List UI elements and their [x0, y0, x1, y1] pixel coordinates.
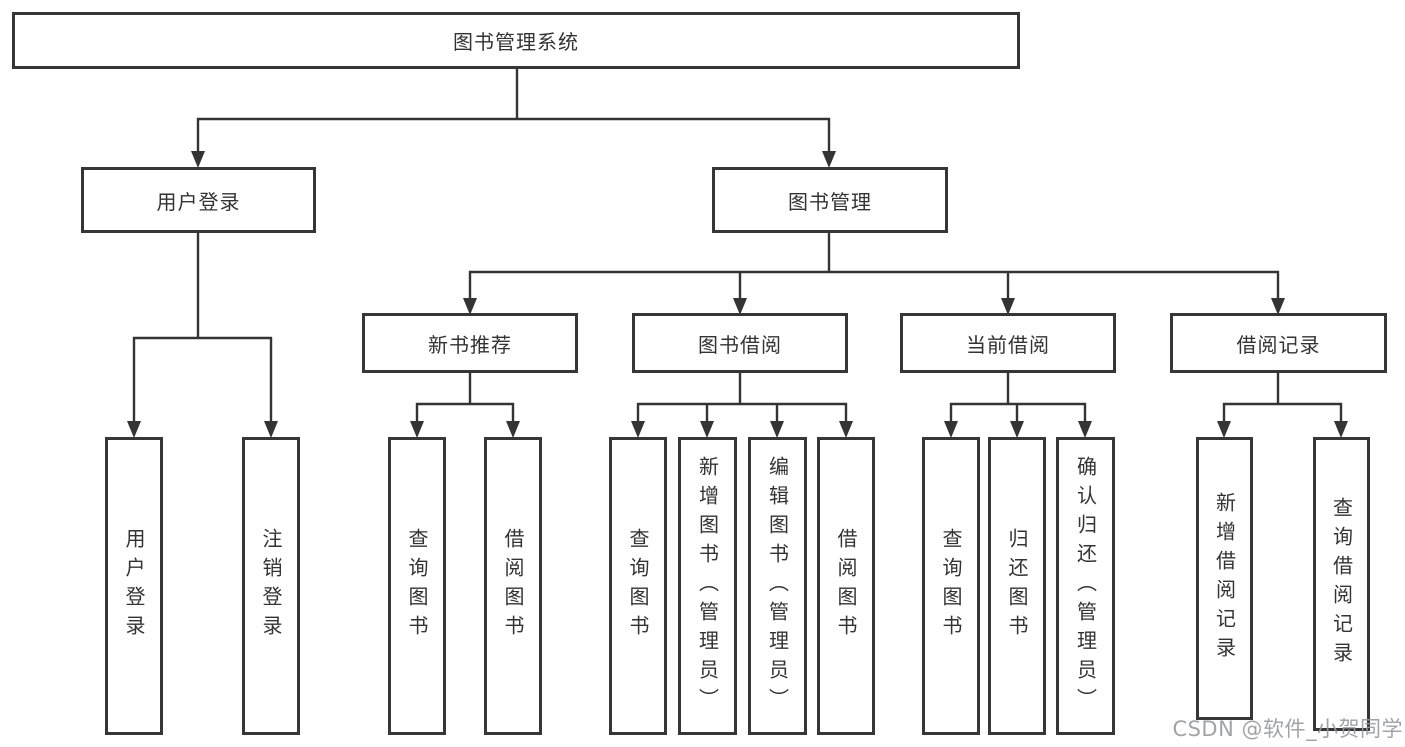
node-library-management-system: 图书管理系统 — [12, 12, 1020, 69]
arrow-down-icon — [191, 151, 205, 168]
leaf-confirm-return-admin: 确认归还（管理员） — [1056, 437, 1115, 735]
arrow-down-icon — [839, 421, 853, 438]
arrow-down-icon — [770, 421, 784, 438]
arrow-down-icon — [944, 421, 958, 438]
leaf-query-books: 查询图书 — [388, 437, 446, 735]
arrow-down-icon — [1078, 421, 1092, 438]
arrow-down-icon — [1217, 421, 1231, 438]
leaf-label: 查询图书 — [405, 528, 429, 644]
leaf-label: 查询图书 — [626, 528, 650, 644]
node-borrowing-records: 借阅记录 — [1170, 313, 1387, 373]
arrow-down-icon — [506, 421, 520, 438]
arrow-down-icon — [631, 421, 645, 438]
arrow-down-icon — [410, 421, 424, 438]
leaf-query-borrow-record: 查询借阅记录 — [1313, 437, 1370, 731]
node-new-book-recommendation: 新书推荐 — [362, 313, 578, 373]
node-user-login: 用户登录 — [81, 167, 316, 233]
arrow-down-icon — [127, 421, 141, 438]
leaf-label: 借阅图书 — [501, 528, 525, 644]
leaf-label: 新增图书（管理员） — [695, 455, 720, 717]
leaf-borrow-books: 借阅图书 — [484, 437, 542, 735]
arrow-down-icon — [700, 421, 714, 438]
leaf-label: 查询图书 — [939, 528, 963, 644]
leaf-label: 确认归还（管理员） — [1073, 455, 1098, 717]
leaf-logout: 注销登录 — [242, 437, 300, 735]
node-current-borrowing: 当前借阅 — [900, 313, 1116, 373]
leaf-label: 用户登录 — [122, 528, 146, 644]
leaf-query-books: 查询图书 — [609, 437, 667, 735]
leaf-label: 编辑图书（管理员） — [765, 455, 790, 717]
leaf-label: 借阅图书 — [834, 528, 858, 644]
arrow-down-icon — [822, 151, 836, 168]
arrow-down-icon — [1334, 421, 1348, 438]
leaf-add-borrow-record: 新增借阅记录 — [1196, 437, 1253, 720]
arrow-down-icon — [733, 298, 747, 315]
leaf-edit-books-admin: 编辑图书（管理员） — [748, 437, 807, 735]
arrow-down-icon — [1271, 298, 1285, 315]
leaf-label: 查询借阅记录 — [1329, 497, 1354, 671]
leaf-query-books: 查询图书 — [922, 437, 980, 735]
leaf-return-books: 归还图书 — [988, 437, 1046, 735]
node-book-borrowing: 图书借阅 — [632, 313, 848, 373]
node-book-management: 图书管理 — [712, 167, 948, 233]
leaf-label: 新增借阅记录 — [1212, 491, 1237, 666]
arrow-down-icon — [1001, 298, 1015, 315]
leaf-add-books-admin: 新增图书（管理员） — [678, 437, 737, 735]
arrow-down-icon — [264, 421, 278, 438]
leaf-user-login: 用户登录 — [105, 437, 163, 735]
leaf-borrow-books: 借阅图书 — [817, 437, 875, 735]
csdn-watermark: CSDN @软件_小贺同学 — [1172, 717, 1403, 741]
arrow-down-icon — [1010, 421, 1024, 438]
leaf-label: 归还图书 — [1005, 528, 1029, 644]
leaf-label: 注销登录 — [259, 528, 283, 644]
arrow-down-icon — [463, 298, 477, 315]
